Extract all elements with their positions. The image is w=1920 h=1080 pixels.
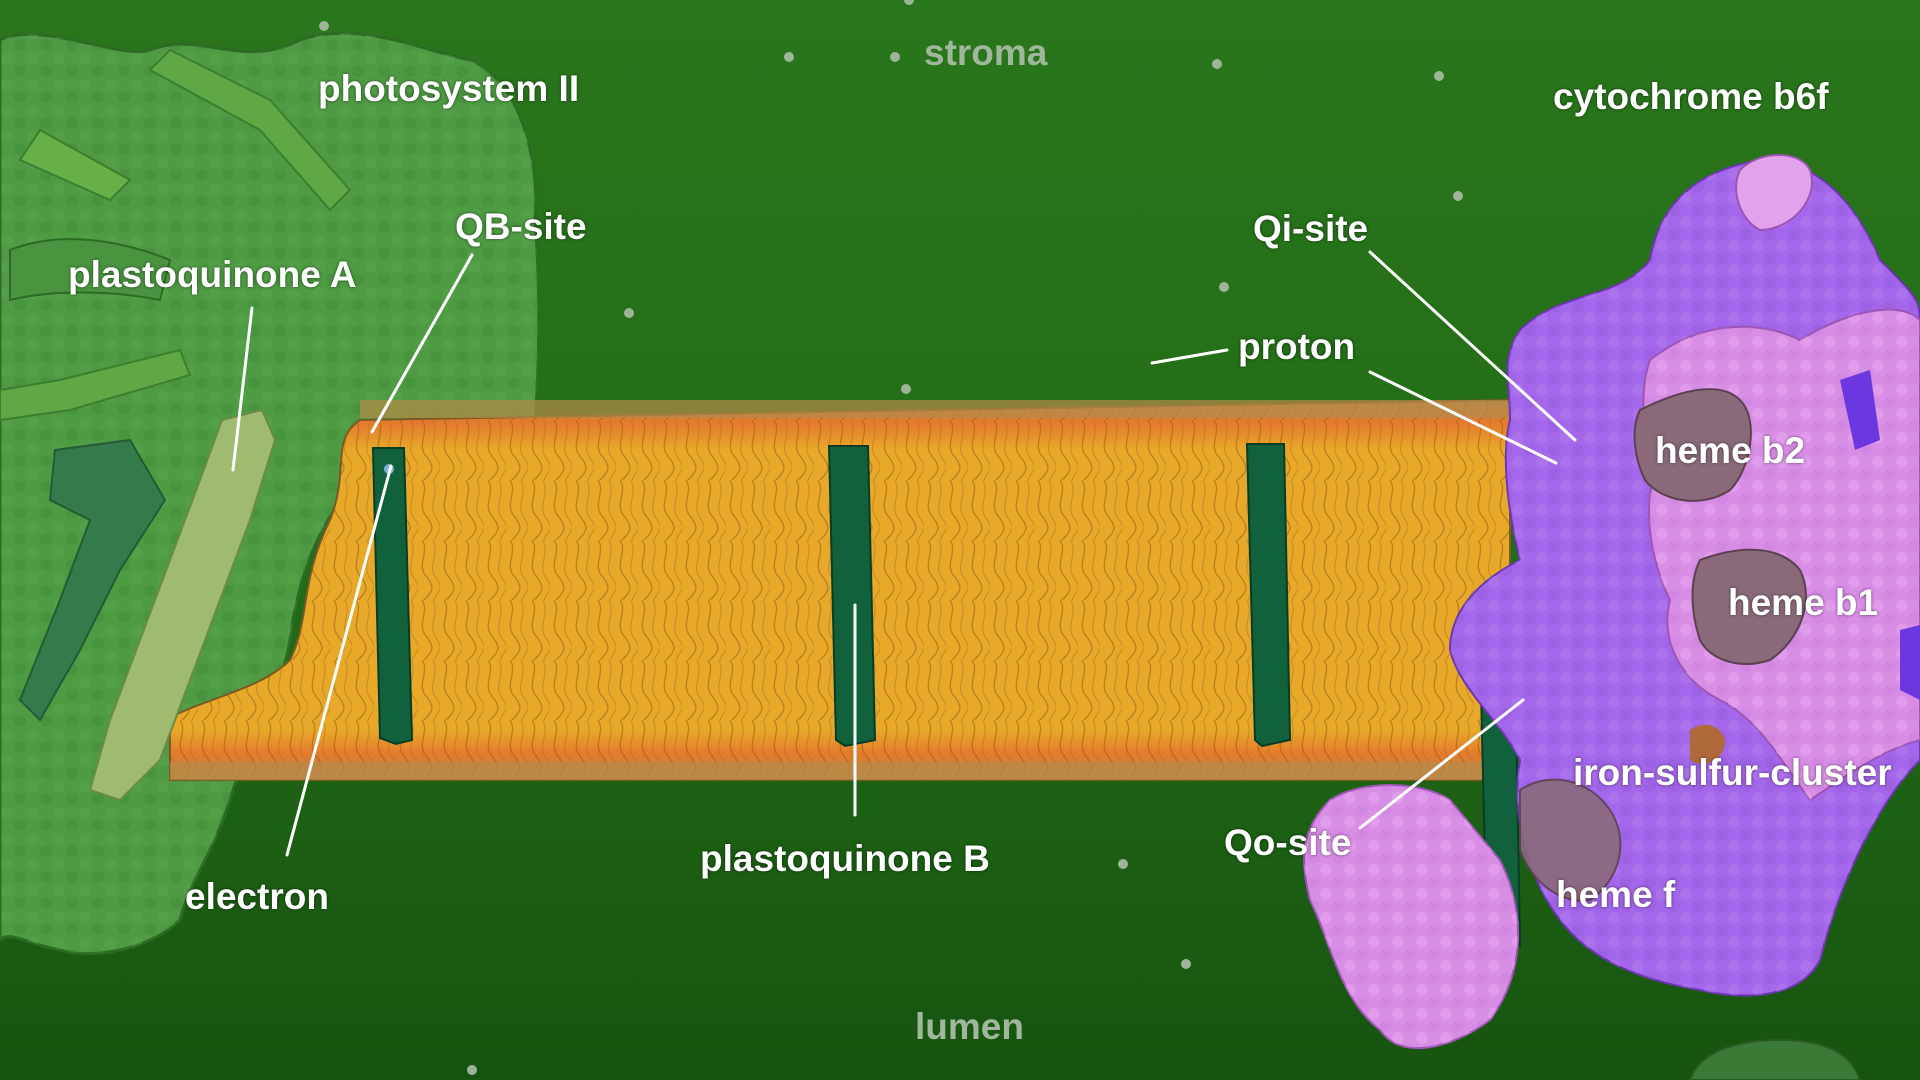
plastoquinone-mid xyxy=(1245,443,1292,748)
heme-f-group xyxy=(1519,778,1622,902)
label-pointer-lines xyxy=(231,250,1577,857)
iron-sulfur-group xyxy=(1690,724,1725,764)
cytochrome-b6f-label: cytochrome b6f xyxy=(1553,76,1829,117)
qi-site-label: Qi-site xyxy=(1253,208,1369,249)
heme-f-label: heme f xyxy=(1556,874,1676,915)
qb-site-label: QB-site xyxy=(455,206,587,247)
plastoquinone-b xyxy=(827,445,877,748)
heme-b2-group xyxy=(1633,388,1752,502)
proton-label: proton xyxy=(1238,326,1356,367)
heme-b1-label: heme b1 xyxy=(1728,582,1879,623)
plastoquinone-qb xyxy=(371,447,414,746)
stroma-label: stroma xyxy=(924,32,1048,73)
protein-fragment xyxy=(1688,1038,1862,1080)
iron-sulfur-cluster-label: iron-sulfur-cluster xyxy=(1573,752,1892,793)
photosystem-ii-label: photosystem II xyxy=(318,68,580,109)
plastoquinone-a-label: plastoquinone A xyxy=(68,254,357,295)
heme-b1-group xyxy=(1691,548,1807,665)
lumen-label: lumen xyxy=(915,1006,1024,1047)
plastoquinone-a-molecule xyxy=(88,408,277,802)
qo-site-label: Qo-site xyxy=(1224,822,1352,863)
proton-particles xyxy=(319,0,1463,1075)
cytochrome-b6f-protein xyxy=(1303,154,1920,1050)
plastoquinone-b-label: plastoquinone B xyxy=(700,838,990,879)
electron-label: electron xyxy=(185,876,329,917)
heme-b2-label: heme b2 xyxy=(1655,430,1806,471)
